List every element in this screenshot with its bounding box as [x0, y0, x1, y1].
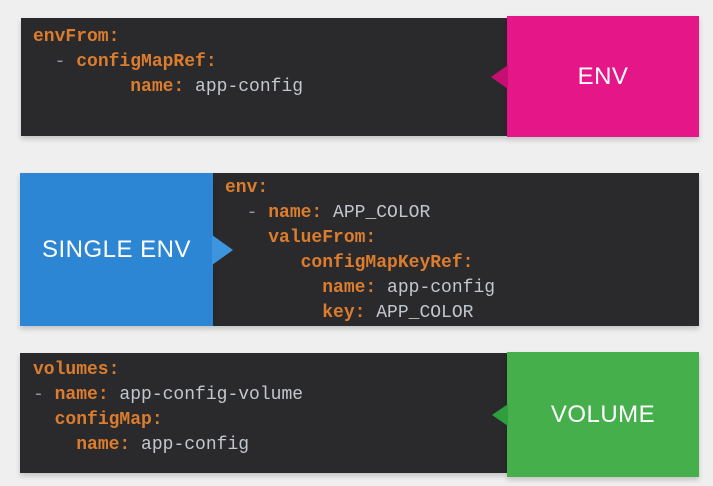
volume-label-text: VOLUME [550, 400, 656, 428]
indent [225, 203, 247, 223]
yaml-key: env: [225, 178, 269, 198]
arrow-left-icon [491, 64, 508, 89]
yaml-key: name: [268, 203, 323, 223]
code-line: - configMapRef: [33, 50, 507, 75]
yaml-value: APP_COLOR [322, 203, 431, 223]
yaml-value: app-config [184, 77, 304, 97]
indent [225, 303, 322, 323]
single-env-label: SINGLE ENV [20, 173, 233, 326]
yaml-value: app-config-volume [108, 385, 304, 405]
indent [33, 77, 130, 97]
arrow-left-icon [492, 403, 508, 426]
indent [225, 278, 322, 298]
yaml-key: volumes: [33, 360, 120, 380]
yaml-key: name: [130, 77, 185, 97]
yaml-value: APP_COLOR [365, 303, 474, 323]
yaml-value: app-config [376, 278, 496, 298]
code-line: configMap: [33, 408, 507, 433]
env-label-text: ENV [577, 62, 629, 90]
indent [33, 435, 76, 455]
yaml-key: configMap: [54, 410, 163, 430]
code-line: env: [225, 176, 699, 201]
envfrom-code-block: envFrom: - configMapRef: name: app-confi… [21, 18, 507, 136]
yaml-key: configMapKeyRef: [300, 253, 474, 273]
yaml-key: key: [322, 303, 366, 323]
code-line: key: APP_COLOR [225, 301, 699, 326]
code-line: valueFrom: [225, 226, 699, 251]
yaml-key: name: [54, 385, 109, 405]
indent [33, 52, 55, 72]
indent [225, 253, 301, 273]
code-line: name: app-config [225, 276, 699, 301]
single-env-label-text: SINGLE ENV [41, 235, 192, 263]
volumes-code-block: volumes: - name: app-config-volume confi… [20, 353, 507, 473]
yaml-dash: - [33, 385, 55, 405]
yaml-key: configMapRef: [76, 52, 217, 72]
volume-label: VOLUME [492, 352, 699, 477]
yaml-dash: - [54, 52, 77, 72]
yaml-value: app-config [130, 435, 250, 455]
code-line: envFrom: [33, 25, 507, 50]
code-line: name: app-config [33, 75, 507, 100]
yaml-dash: - [246, 203, 269, 223]
indent [33, 410, 55, 430]
yaml-key: name: [76, 435, 131, 455]
arrow-right-icon [212, 234, 233, 265]
yaml-key: envFrom: [33, 27, 120, 47]
code-line: name: app-config [33, 433, 507, 458]
yaml-key: name: [322, 278, 377, 298]
code-line: configMapKeyRef: [225, 251, 699, 276]
env-code-block: env: - name: APP_COLOR valueFrom: config… [213, 173, 699, 326]
code-line: - name: app-config-volume [33, 383, 507, 408]
code-line: - name: APP_COLOR [225, 201, 699, 226]
yaml-key: valueFrom: [268, 228, 377, 248]
env-label: ENV [491, 16, 699, 137]
code-line: volumes: [33, 358, 507, 383]
